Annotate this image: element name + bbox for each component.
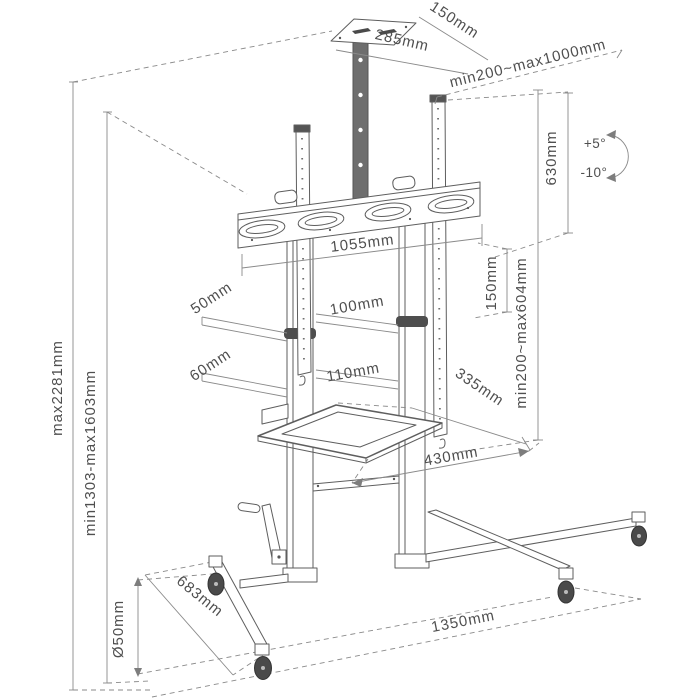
dim-label-screen-height-range: min1303-max1603mm <box>82 370 99 536</box>
casters <box>207 511 647 680</box>
dimension-labels: 150mm 285mm min200~max1000mm +5° -10° 63… <box>49 0 608 658</box>
dim-label-shelf-depth: 335mm <box>452 365 507 410</box>
cart-drawing <box>207 18 647 680</box>
dim-label-col-inner-width: 100mm <box>329 292 386 318</box>
dim-label-col-outer-depth: 60mm <box>187 346 235 385</box>
right-rail-hook <box>438 438 446 449</box>
left-rail-hook <box>298 375 306 386</box>
av-shelf <box>257 403 443 464</box>
dim-label-max-height: max2281mm <box>49 340 66 436</box>
dim-label-shelf-width: 430mm <box>423 443 480 469</box>
base-legs <box>211 509 637 652</box>
dim-label-vesa-width: min200~max1000mm <box>448 36 608 91</box>
vesa-rails <box>293 94 448 449</box>
dim-label-base-width: 1350mm <box>430 607 496 636</box>
center-strut <box>352 41 369 201</box>
crank-handle <box>237 502 287 565</box>
top-plate <box>330 18 417 46</box>
dim-label-bar-offset: 150mm <box>483 255 500 310</box>
dimension-lines-over <box>201 16 629 487</box>
tv-mount-bar <box>237 175 481 249</box>
dim-label-plate-depth: 150mm <box>427 0 482 42</box>
right-spacer-knob <box>392 175 416 191</box>
left-spacer-knob <box>274 189 298 205</box>
dim-label-tilt-up: +5° <box>584 136 606 151</box>
dim-label-bracket-height: 630mm <box>543 130 560 185</box>
dimension-lines-under <box>69 30 642 698</box>
dim-label-col-inner-depth: 50mm <box>188 279 236 318</box>
dim-label-caster-diameter: Ø50mm <box>110 600 127 658</box>
dim-label-col-outer-width: 110mm <box>325 360 381 386</box>
right-column-collar <box>396 316 428 327</box>
dim-label-tilt-down: -10° <box>581 165 608 180</box>
dim-label-vesa-height: min200~max604mm <box>513 257 530 408</box>
